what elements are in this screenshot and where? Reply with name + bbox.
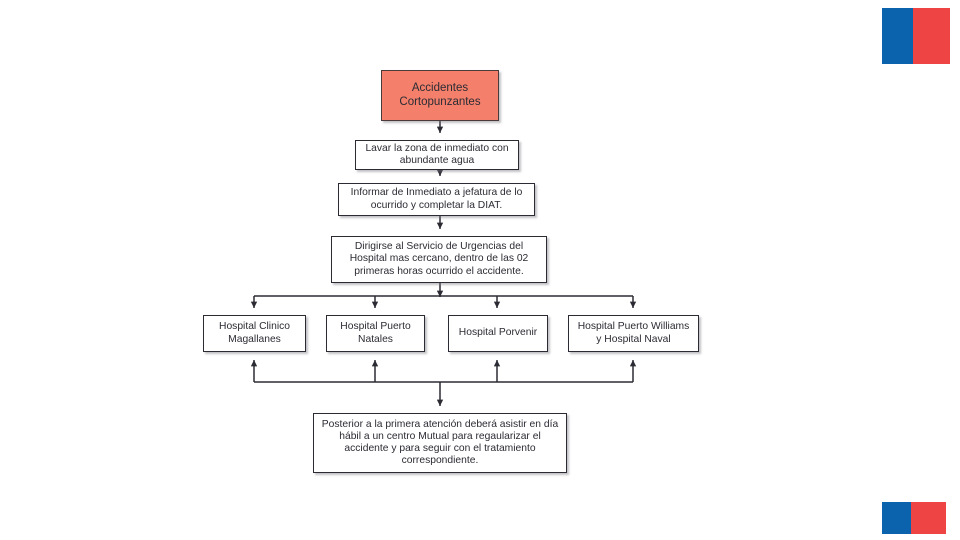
flag-band-red [913,8,950,64]
flow-node-final-label: Posterior a la primera atención deberá a… [321,418,559,467]
flow-node-hospital-puerto-williams-naval[interactable]: Hospital Puerto Williams y Hospital Nava… [568,315,699,352]
flow-node-hospital-label: Hospital Porvenir [458,327,538,339]
flow-node-wash[interactable]: Lavar la zona de inmediato con abundante… [355,140,519,170]
flag-block-bottom-right [882,502,946,534]
flow-node-final[interactable]: Posterior a la primera atención deberá a… [313,413,567,473]
flow-node-hospital-label: Hospital Puerto Natales [340,321,411,345]
flow-node-inform-label: Informar de Inmediato a jefatura de lo o… [350,187,523,211]
flow-node-wash-label: Lavar la zona de inmediato con abundante… [365,142,509,166]
flow-node-hospital-porvenir[interactable]: Hospital Porvenir [448,315,548,352]
flow-node-hospital-puerto-natales[interactable]: Hospital Puerto Natales [326,315,425,352]
flow-node-hospital-label: Hospital Clinico Magallanes [219,321,290,345]
flag-band-red [911,502,946,534]
flag-band-blue [882,502,911,534]
flag-band-blue [882,8,913,64]
flow-node-urgency[interactable]: Dirigirse al Servicio de Urgencias del H… [331,236,547,283]
flow-node-urgency-label: Dirigirse al Servicio de Urgencias del H… [349,241,529,277]
flow-node-start-label: Accidentes Cortopunzantes [399,81,481,108]
flag-block-top-right [882,8,950,64]
flow-node-hospital-label: Hospital Puerto Williams y Hospital Nava… [577,321,690,345]
flow-node-start[interactable]: Accidentes Cortopunzantes [381,70,499,121]
flow-node-inform[interactable]: Informar de Inmediato a jefatura de lo o… [338,183,535,216]
flow-node-hospital-clinico-magallanes[interactable]: Hospital Clinico Magallanes [203,315,306,352]
